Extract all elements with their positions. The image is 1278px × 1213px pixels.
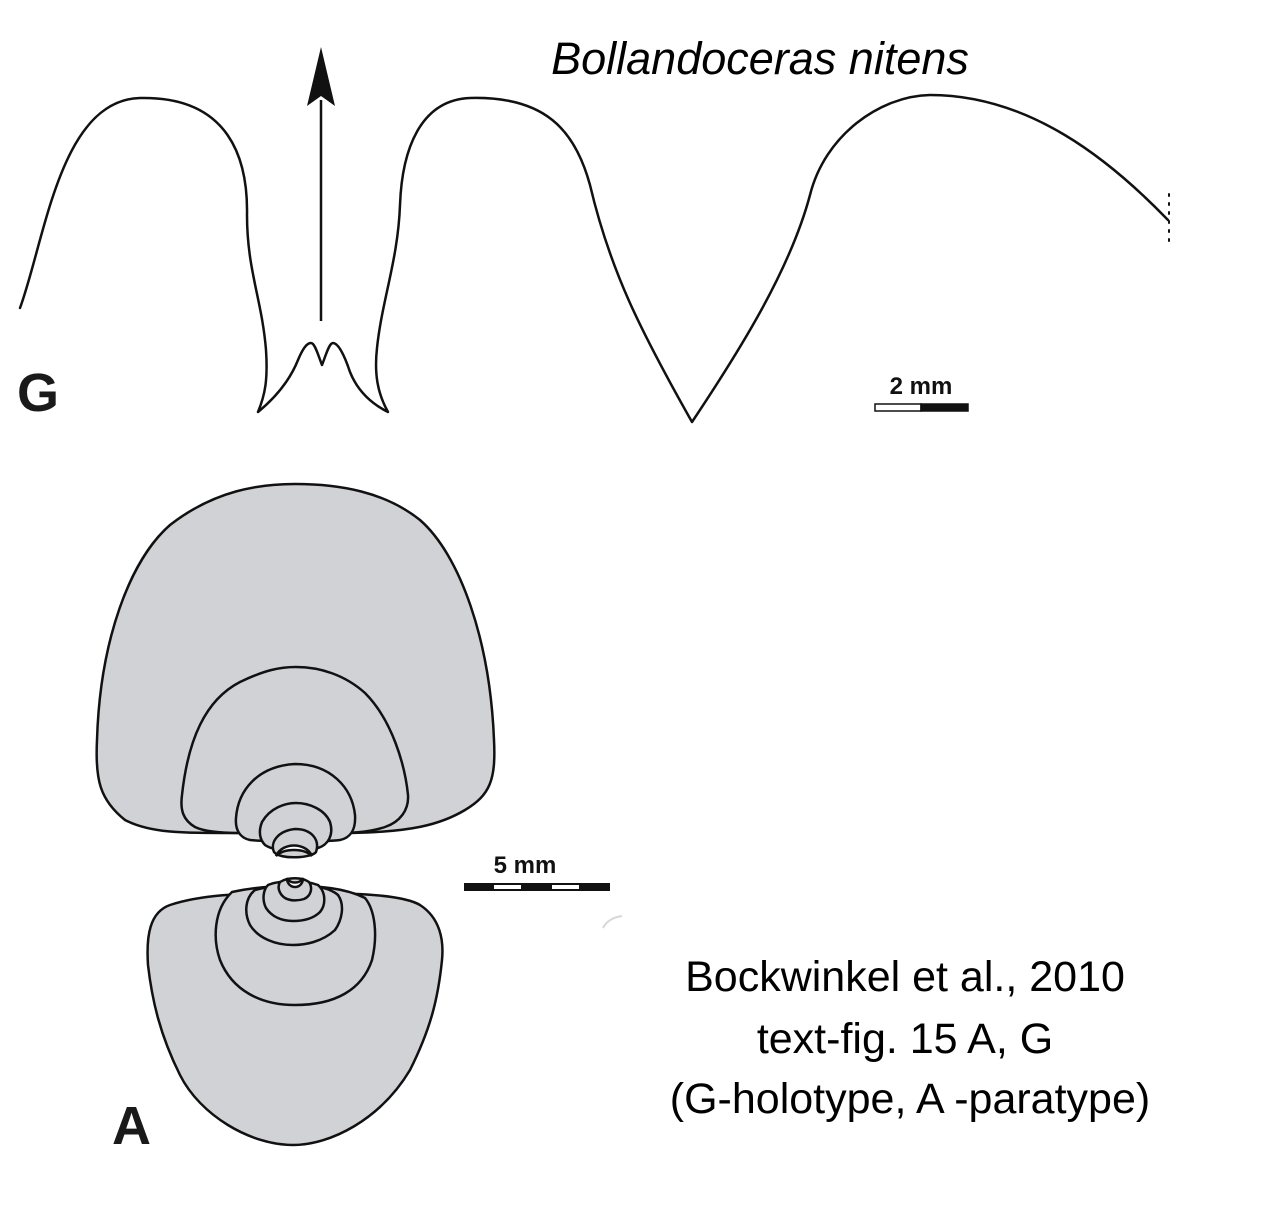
panel-g: G 2 mm [17,47,1170,424]
scale-bar-2mm: 2 mm [874,373,969,412]
suture-line [18,93,1170,424]
panel-label-g: G [17,363,59,423]
faint-mark [602,915,623,929]
caption-line-1: Bockwinkel et al., 2010 [685,953,1125,1001]
scale-bar-label-5mm: 5 mm [494,852,557,879]
caption-line-3: (G-holotype, A -paratype) [670,1075,1150,1123]
orientation-arrow-icon [307,47,335,106]
scale-bar-5mm: 5 mm [464,852,610,891]
caption-line-2: text-fig. 15 A, G [757,1015,1053,1063]
species-title: Bollandoceras nitens [551,33,969,84]
panel-label-a: A [112,1096,151,1156]
lower-protoconch [285,877,305,889]
scale-bar-label-2mm: 2 mm [890,373,953,400]
caption: Bockwinkel et al., 2010 text-fig. 15 A, … [670,953,1150,1123]
panel-a: A 5 mm [95,482,610,1156]
upper-second-whorl [180,665,410,835]
upper-protoconch [274,844,314,857]
